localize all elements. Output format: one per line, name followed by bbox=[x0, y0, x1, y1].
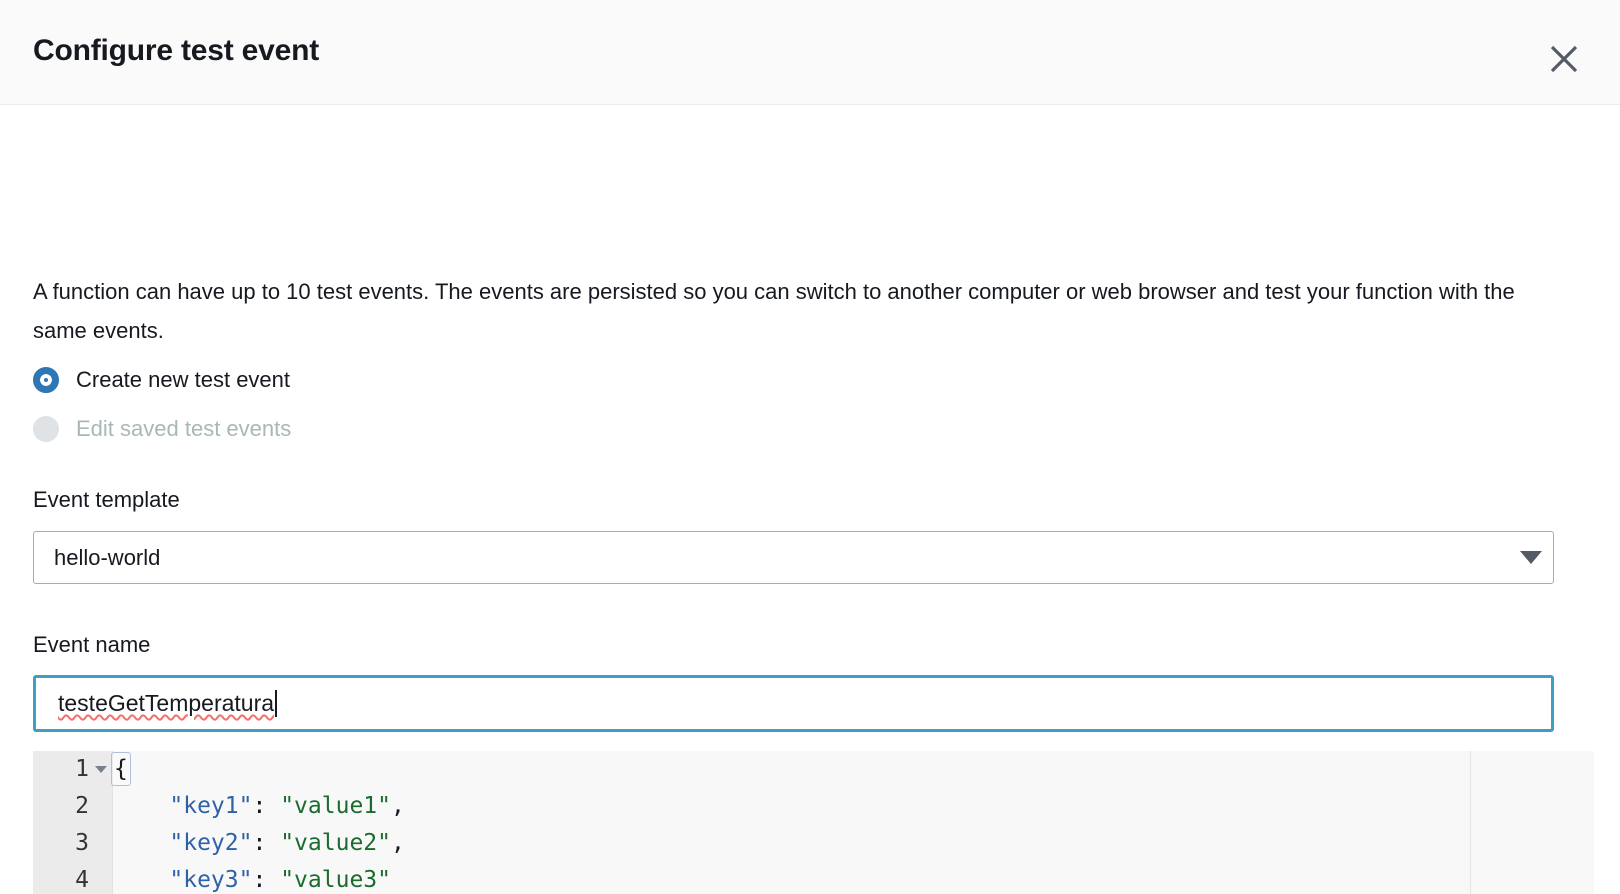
test-event-json-editor[interactable]: 1{2 "key1": "value1",3 "key2": "value2",… bbox=[33, 751, 1594, 894]
code-token bbox=[114, 867, 169, 893]
modal-header: Configure test event bbox=[0, 0, 1620, 105]
code-token: "key3" bbox=[169, 867, 253, 893]
editor-print-margin bbox=[1470, 751, 1471, 894]
editor-line-text: "key1": "value1", bbox=[114, 788, 405, 825]
code-token: "value3" bbox=[280, 867, 391, 893]
editor-line-text: "key2": "value2", bbox=[114, 825, 405, 862]
editor-line-number: 3 bbox=[75, 830, 89, 856]
radio-edit-saved-test-events[interactable]: Edit saved test events bbox=[33, 404, 291, 453]
code-token: : bbox=[252, 830, 267, 856]
editor-line-number: 1 bbox=[33, 751, 113, 788]
code-token: , bbox=[390, 793, 405, 819]
editor-line[interactable]: 2 "key1": "value1", bbox=[33, 788, 1594, 825]
text-cursor bbox=[275, 690, 278, 717]
editor-line-text: "key3": "value3" bbox=[114, 862, 391, 894]
radio-create-new-test-event-label: Create new test event bbox=[76, 366, 291, 392]
close-button[interactable] bbox=[1542, 37, 1586, 81]
close-icon bbox=[1547, 42, 1581, 76]
code-token: "key1" bbox=[169, 793, 253, 819]
mode-radio-group: Create new test event Edit saved test ev… bbox=[33, 355, 291, 453]
editor-line[interactable]: 4 "key3": "value3" bbox=[33, 862, 1594, 894]
radio-unselected-icon bbox=[33, 415, 59, 442]
editor-line-number: 4 bbox=[75, 867, 89, 893]
editor-line-number: 2 bbox=[75, 793, 89, 819]
code-token bbox=[266, 830, 280, 856]
editor-lines: 1{2 "key1": "value1",3 "key2": "value2",… bbox=[33, 751, 1594, 894]
radio-create-new-test-event[interactable]: Create new test event bbox=[33, 355, 291, 404]
page-title: Configure test event bbox=[33, 34, 320, 67]
event-template-select[interactable]: hello-world bbox=[33, 531, 1554, 584]
event-name-input[interactable]: testeGetTemperatura bbox=[33, 675, 1554, 732]
code-token: : bbox=[252, 867, 267, 893]
fold-toggle-icon[interactable] bbox=[95, 766, 107, 773]
editor-line-text: { bbox=[111, 751, 131, 788]
chevron-down-icon bbox=[1509, 551, 1553, 564]
radio-edit-saved-test-events-label: Edit saved test events bbox=[76, 415, 292, 441]
radio-selected-icon bbox=[33, 366, 59, 393]
editor-line[interactable]: 3 "key2": "value2", bbox=[33, 825, 1594, 862]
code-token: "value1" bbox=[280, 793, 391, 819]
event-template-selected-value: hello-world bbox=[54, 544, 161, 570]
code-token: , bbox=[390, 830, 405, 856]
code-token bbox=[114, 793, 169, 819]
code-token: { bbox=[111, 752, 131, 786]
code-token: "key2" bbox=[169, 830, 253, 856]
code-token: "value2" bbox=[280, 830, 391, 856]
code-token bbox=[266, 793, 280, 819]
event-name-input-value: testeGetTemperatura bbox=[58, 690, 275, 716]
event-name-label: Event name bbox=[33, 632, 151, 657]
editor-line[interactable]: 1{ bbox=[33, 751, 1594, 788]
event-template-label: Event template bbox=[33, 487, 180, 512]
editor-gutter bbox=[33, 751, 113, 894]
code-token bbox=[114, 830, 169, 856]
code-token: : bbox=[252, 793, 267, 819]
intro-description: A function can have up to 10 test events… bbox=[33, 279, 1515, 343]
code-token bbox=[266, 867, 280, 893]
